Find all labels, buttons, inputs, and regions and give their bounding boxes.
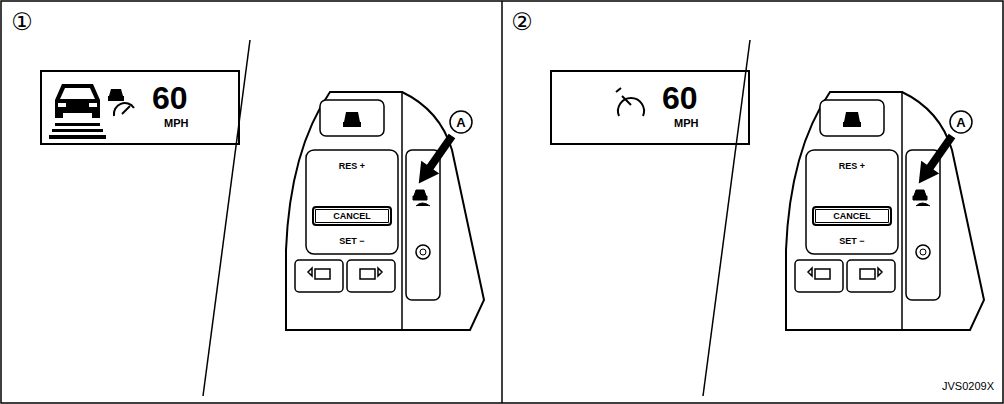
switch-label: RES + bbox=[339, 162, 365, 171]
cruise-indicator-gauge bbox=[618, 98, 644, 116]
vehicle-ahead-icon bbox=[55, 84, 100, 118]
set-speed: 60 bbox=[152, 82, 188, 114]
meter-display: 60MPH bbox=[550, 70, 750, 145]
panel-number: ① bbox=[11, 10, 33, 34]
cruise-indicator-needle bbox=[622, 96, 631, 105]
meter-display: 60MPH bbox=[40, 70, 240, 145]
callout-letter: A bbox=[456, 116, 465, 129]
cruise-indicator-mark bbox=[616, 88, 621, 92]
button-label: CANCEL bbox=[833, 212, 871, 221]
headlight bbox=[89, 103, 97, 107]
callout-letter: A bbox=[956, 116, 965, 129]
speed-unit: MPH bbox=[674, 118, 698, 129]
cut-line bbox=[703, 40, 750, 396]
button-label: CANCEL bbox=[333, 212, 371, 221]
cancel-button: CANCEL bbox=[312, 206, 392, 226]
cancel-button: CANCEL bbox=[812, 206, 892, 226]
headlight bbox=[58, 103, 66, 107]
icc-indicator-gauge bbox=[114, 103, 134, 116]
lane-line bbox=[52, 129, 103, 132]
lane-line bbox=[55, 123, 100, 126]
speed-unit: MPH bbox=[164, 118, 188, 129]
windshield bbox=[60, 88, 95, 99]
switch-label: SET − bbox=[839, 237, 864, 246]
switch-label: SET − bbox=[339, 237, 364, 246]
panel-divider bbox=[501, 1, 503, 403]
cut-line bbox=[203, 40, 250, 396]
switch-label: RES + bbox=[839, 162, 865, 171]
switch-cluster bbox=[786, 92, 984, 330]
figure-code: JVS0209X bbox=[942, 381, 994, 392]
icc-indicator-needle bbox=[122, 106, 130, 114]
icc-indicator-car bbox=[108, 89, 124, 101]
switch-cluster bbox=[286, 92, 484, 330]
panel-number: ② bbox=[511, 10, 533, 34]
lane-line bbox=[49, 135, 106, 139]
set-speed: 60 bbox=[662, 82, 698, 114]
